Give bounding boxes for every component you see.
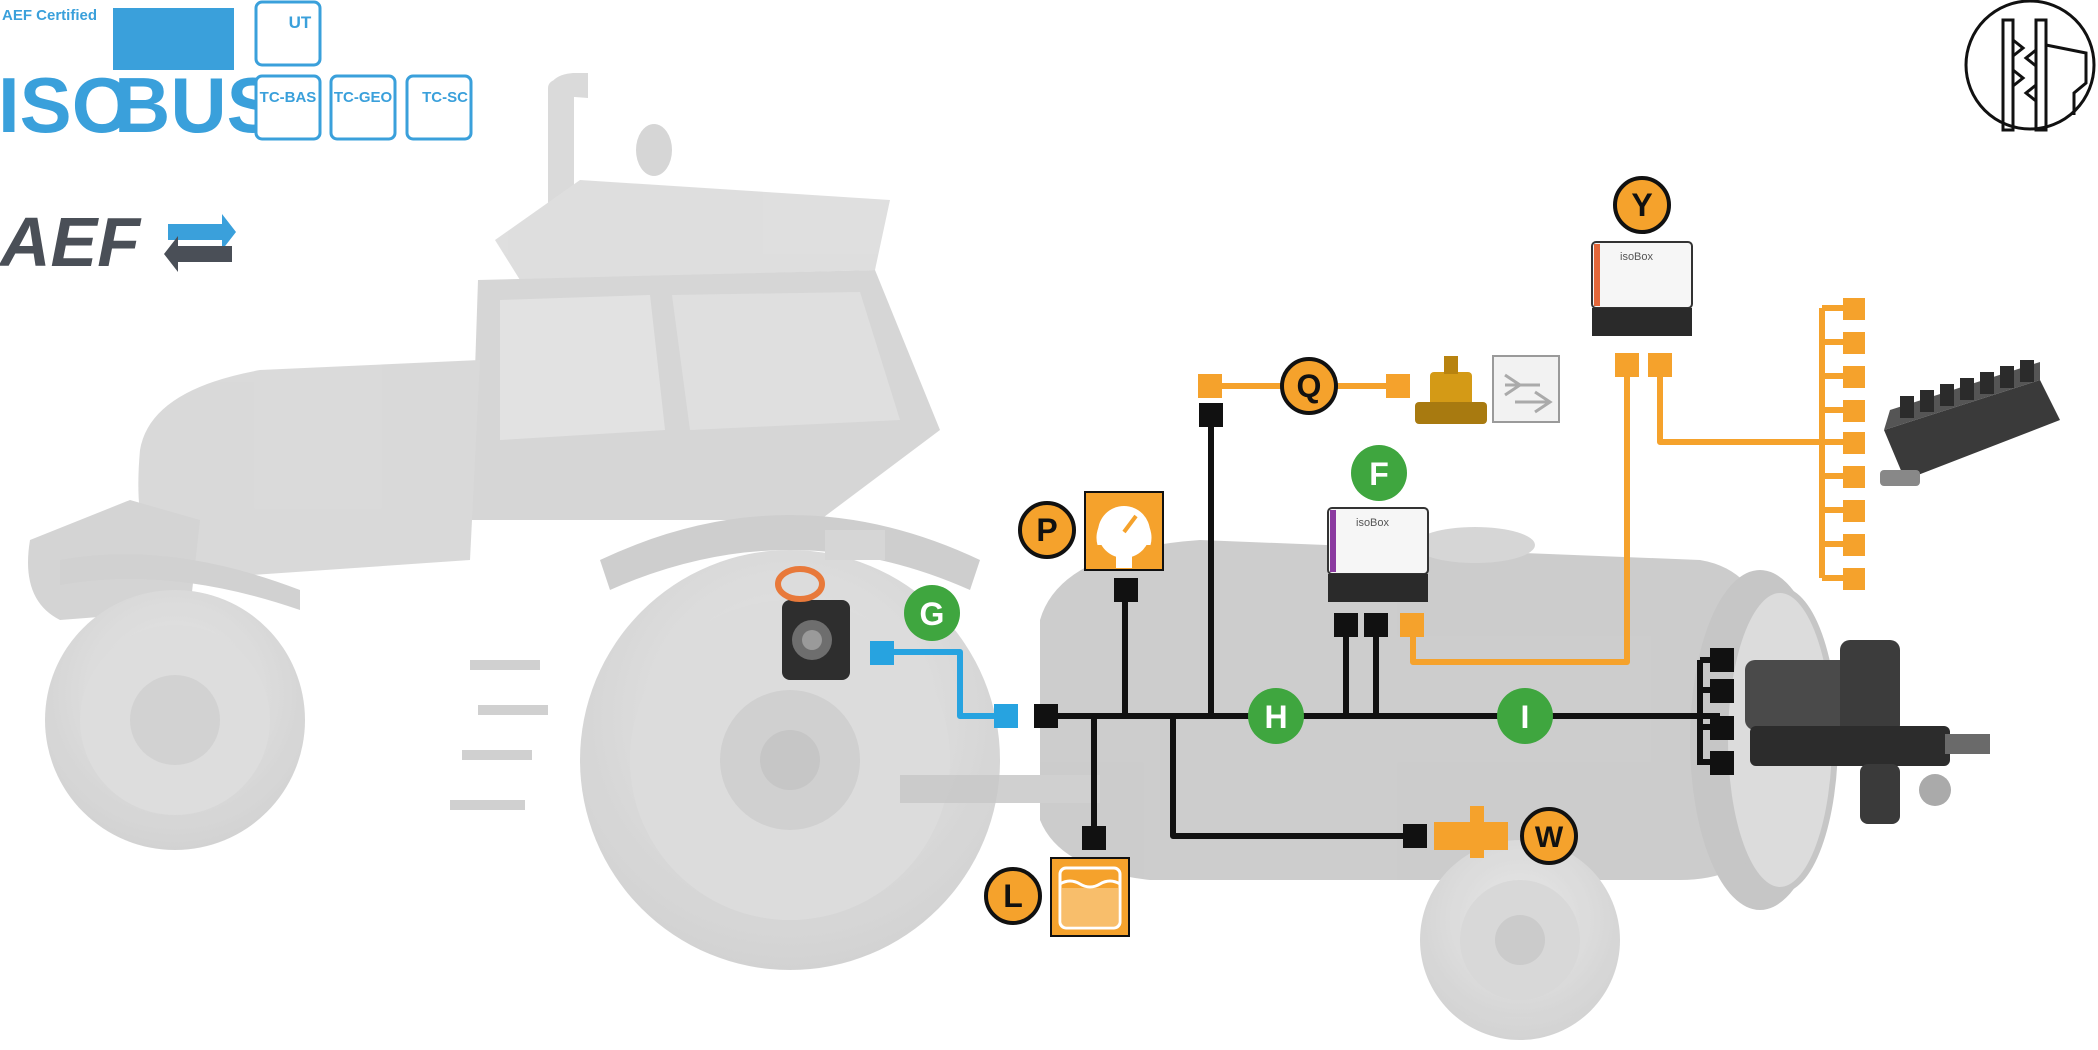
badge-l-label: L	[1003, 878, 1023, 914]
ecu-isobox-icon: isoBox	[1591, 241, 1693, 336]
aef-logo-text: AEF	[0, 203, 142, 281]
isobus-wiring	[882, 305, 1846, 839]
badge-h-label: H	[1264, 699, 1287, 735]
badge-w: W	[1520, 807, 1578, 865]
hydraulic-valve-manifold-icon	[1880, 360, 2060, 486]
badge-i: I	[1497, 688, 1553, 744]
tractor-isobus-wire	[882, 649, 1006, 719]
isobus-logo-left: ISO	[0, 61, 132, 149]
badge-i-label: I	[1521, 699, 1530, 735]
control-switch-icon	[1492, 355, 1560, 423]
ecu-f-label: isoBox	[1356, 517, 1390, 529]
badge-q: Q	[1280, 357, 1338, 415]
functionality-ut: UT	[289, 13, 312, 32]
badge-g: G	[904, 585, 960, 641]
badge-p: P	[1018, 501, 1076, 559]
badge-h: H	[1248, 688, 1304, 744]
badge-f: F	[1351, 445, 1407, 501]
badge-y-label: Y	[1631, 187, 1652, 223]
badge-p-label: P	[1036, 512, 1057, 548]
flow-meter-wire	[1170, 716, 1415, 839]
functionality-tc-sc: TC-SC	[422, 89, 468, 106]
sprayer-tank-silhouette	[900, 527, 1838, 1040]
badge-g-label: G	[920, 596, 945, 632]
arrow-left-icon	[164, 236, 232, 272]
badge-l: L	[984, 867, 1042, 925]
badge-y: Y	[1613, 176, 1671, 234]
hydraulic-valve-wire	[1657, 363, 1822, 445]
functionality-tc-geo: TC-GEO	[334, 89, 393, 106]
badge-q-label: Q	[1297, 368, 1322, 404]
functionality-tc-bas: TC-BAS	[260, 89, 317, 106]
tractor-silhouette	[28, 73, 1000, 970]
functionality-badges: UT TC-BAS TC-GEO TC-SC	[254, 0, 473, 141]
pressure-gauge-icon	[1084, 491, 1164, 571]
badge-f-label: F	[1369, 456, 1389, 492]
ecu-y-link-wire	[1410, 363, 1630, 665]
sprayer-nozzle-corner-icon	[1964, 0, 2096, 132]
hydraulic-valve-branches	[1819, 305, 1846, 581]
isobus-logo: AEF Certified ISO BUS	[0, 7, 279, 149]
aef-certified-label: AEF Certified	[2, 7, 97, 24]
wire-terminals	[870, 298, 1865, 850]
arrow-right-icon	[168, 214, 236, 250]
aef-logo: AEF	[0, 203, 236, 281]
ecu-isobox-icon: isoBox	[1327, 507, 1429, 602]
badge-w-label: W	[1535, 821, 1564, 854]
flow-meter-icon	[1434, 806, 1508, 858]
ecu-y-label: isoBox	[1620, 251, 1654, 263]
isobus-socket-icon	[775, 566, 850, 680]
valve-actuator-icon	[1415, 356, 1487, 424]
isobus-logo-right: BUS	[114, 61, 279, 149]
tank-level-icon	[1050, 857, 1130, 937]
section-valve-block-icon	[1745, 640, 1990, 824]
